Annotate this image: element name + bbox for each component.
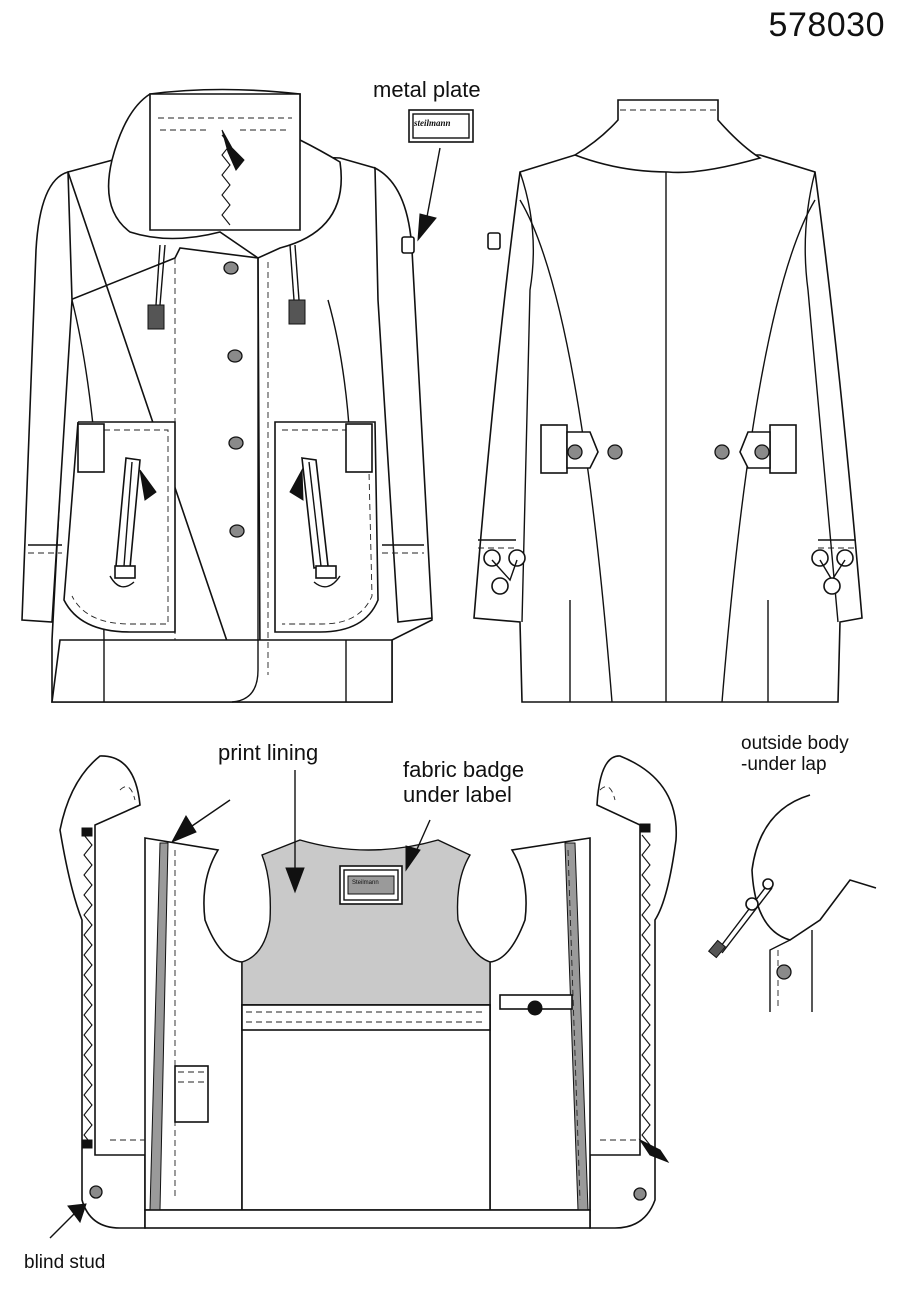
metal-plate-brand: steilmann — [414, 118, 451, 128]
fabric-badge-brand: Steilmann — [352, 880, 379, 886]
inside-view-jacket — [49, 755, 677, 1239]
under-lap-detail — [707, 794, 877, 1012]
front-view-jacket — [21, 88, 441, 703]
metal-plate-callout — [408, 109, 474, 143]
back-view-jacket — [473, 99, 863, 703]
style-number: 578030 — [768, 6, 885, 44]
outside-body-label: outside body -under lap — [741, 733, 849, 776]
fabric-badge-label: fabric badge under label — [403, 757, 525, 807]
blind-stud-label: blind stud — [24, 1252, 106, 1273]
metal-plate-label: metal plate — [373, 77, 481, 102]
print-lining-label: print lining — [218, 740, 319, 765]
